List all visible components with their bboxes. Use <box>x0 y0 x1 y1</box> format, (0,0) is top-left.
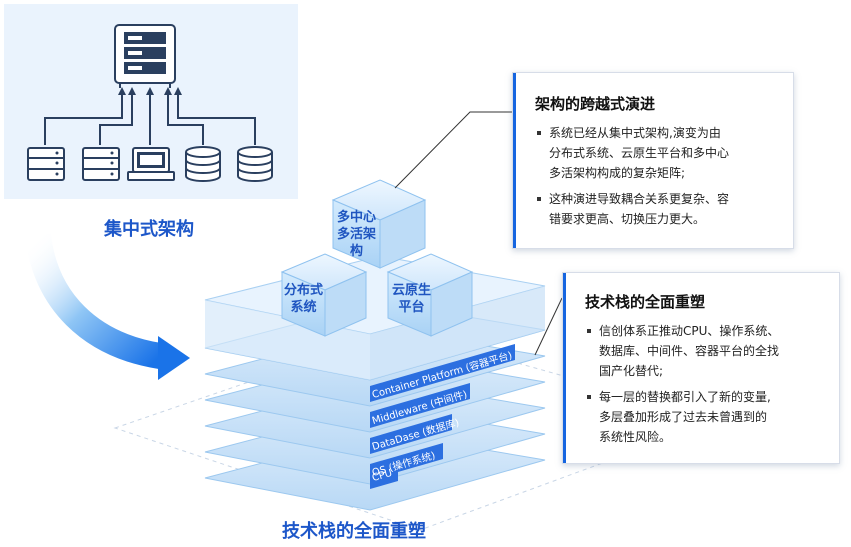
bullet-line: 数据库、中间件、容器平台的全找 <box>599 344 780 358</box>
bullet-line: 多层叠加形成了过去未曾遇到的 <box>599 410 768 424</box>
callout-connector <box>394 111 512 189</box>
stack-title: 技术栈的全面重塑 <box>282 521 426 542</box>
bullet-line: 系统性风险。 <box>599 430 672 444</box>
bullet-line: 分布式系统、云原生平台和多中心 <box>549 146 730 160</box>
bullet-line: 这种演进导致耦合关系更复杂、容 <box>549 192 730 206</box>
callout-architecture-title: 架构的跨越式演进 <box>535 95 656 113</box>
cube-distributed-label: 分布式 系统 <box>282 282 325 316</box>
callout-connector <box>534 297 563 356</box>
cube-cloud-native <box>386 253 474 337</box>
bullet-line: 系统已经从集中式架构,演变为由 <box>549 126 721 140</box>
callout-architecture-bullet-1: 系统已经从集中式架构,演变为由 分布式系统、云原生平台和多中心 多活架构构成的复… <box>535 123 785 183</box>
bullet-line: 信创体系正推动CPU、操作系统、 <box>599 324 780 338</box>
callout-architecture-list: 系统已经从集中式架构,演变为由 分布式系统、云原生平台和多中心 多活架构构成的复… <box>535 123 785 229</box>
cube-multi-active-line2: 多活架构 <box>336 227 376 259</box>
evolution-arrow <box>25 233 163 369</box>
centralized-title: 集中式架构 <box>104 219 194 240</box>
callout-stack-title: 技术栈的全面重塑 <box>585 293 706 311</box>
callout-accent-bar <box>513 73 516 248</box>
callout-architecture-bullet-2: 这种演进导致耦合关系更复杂、容 错要求更高、切换压力更大。 <box>535 189 785 229</box>
bullet-line: 国产化替代; <box>599 364 664 378</box>
cube-multi-active-label: 多中心 多活架构 <box>333 209 380 260</box>
layer-ribbons <box>370 344 515 489</box>
callout-stack-bullet-2: 每一层的替换都引入了新的变量, 多层叠加形成了过去未曾遇到的 系统性风险。 <box>585 387 835 447</box>
callout-stack-list: 信创体系正推动CPU、操作系统、 数据库、中间件、容器平台的全找 国产化替代; … <box>585 321 835 447</box>
cube-distributed <box>280 253 368 337</box>
bullet-line: 每一层的替换都引入了新的变量, <box>599 390 771 404</box>
cube-distributed-line2: 系统 <box>290 300 317 315</box>
cube-cloud-native-label: 云原生 平台 <box>390 282 433 316</box>
server-icon <box>82 147 120 181</box>
mainframe-icon <box>114 24 176 88</box>
cube-multi-active-line1: 多中心 <box>336 210 376 225</box>
cube-multi-active <box>331 179 427 269</box>
connector-lines <box>44 95 256 145</box>
server-icon <box>27 147 65 181</box>
cube-cloud-native-line1: 云原生 <box>391 283 431 298</box>
database-icon <box>185 146 221 182</box>
cube-cloud-native-line2: 平台 <box>398 300 425 315</box>
callout-stack-bullet-1: 信创体系正推动CPU、操作系统、 数据库、中间件、容器平台的全找 国产化替代; <box>585 321 835 381</box>
callout-stack: 技术栈的全面重塑 信创体系正推动CPU、操作系统、 数据库、中间件、容器平台的全… <box>562 272 840 464</box>
bullet-line: 多活架构构成的复杂矩阵; <box>549 166 686 180</box>
callout-accent-bar <box>563 273 566 463</box>
database-icon <box>237 146 273 182</box>
bullet-line: 错要求更高、切换压力更大。 <box>549 212 706 226</box>
cube-distributed-line1: 分布式 <box>283 283 323 298</box>
callout-architecture: 架构的跨越式演进 系统已经从集中式架构,演变为由 分布式系统、云原生平台和多中心… <box>512 72 794 249</box>
